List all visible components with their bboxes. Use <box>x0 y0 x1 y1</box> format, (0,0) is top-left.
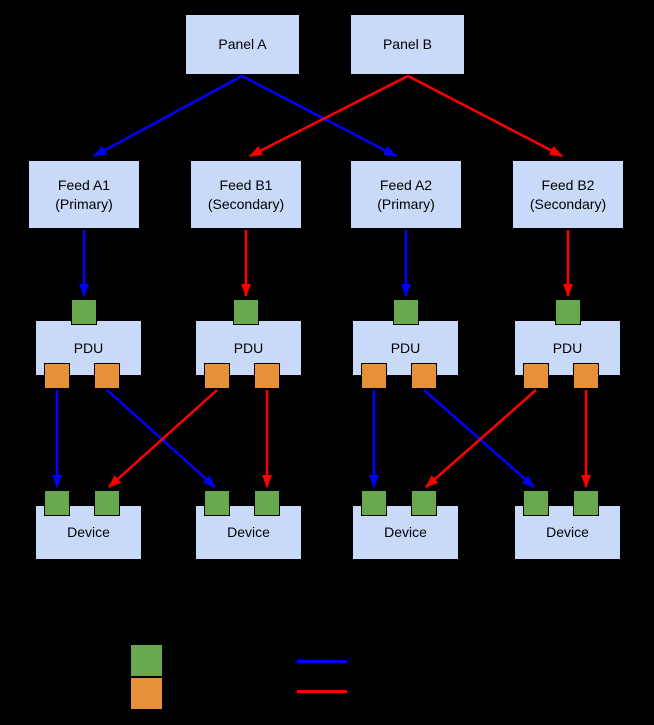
device-1-input-port-left <box>44 490 70 516</box>
device-3-input-port-right <box>411 490 437 516</box>
pdu-3-input-port <box>393 299 419 325</box>
pdu-4-input-port <box>555 299 581 325</box>
secondary-feed-arrows <box>108 74 591 488</box>
panel-a-node: Panel A <box>185 14 300 75</box>
panel-b-label: Panel B <box>382 36 433 53</box>
device-3-input-port-left <box>361 490 387 516</box>
pdu-1-input-port <box>71 299 97 325</box>
pdu-1-output-port-left <box>44 363 70 389</box>
feed-a1-name: Feed A1 <box>57 176 111 193</box>
feed-b2-role: (Secondary) <box>529 195 607 212</box>
pdu-3-output-port-right <box>411 363 437 389</box>
pdu-4-output-port-right <box>573 363 599 389</box>
device-2-input-port-right <box>254 490 280 516</box>
legend-output-port-swatch <box>130 677 163 710</box>
device-2-input-port-left <box>204 490 230 516</box>
device-4-input-port-right <box>573 490 599 516</box>
device-1-input-port-right <box>94 490 120 516</box>
feed-b1-role: (Secondary) <box>207 195 285 212</box>
feed-a2-node: Feed A2 (Primary) <box>350 160 462 229</box>
feed-b2-node: Feed B2 (Secondary) <box>512 160 624 229</box>
device-4-label: Device <box>546 524 589 541</box>
feed-b1-node: Feed B1 (Secondary) <box>190 160 302 229</box>
feed-a2-name: Feed A2 <box>379 176 433 193</box>
feed-a2-role: (Primary) <box>377 195 435 212</box>
legend-primary-feed-line <box>297 660 347 663</box>
device-3-label: Device <box>384 524 427 541</box>
pdu-2-output-port-left <box>204 363 230 389</box>
feed-a1-role: (Primary) <box>55 195 113 212</box>
primary-feed-arrows <box>52 74 535 488</box>
pdu-1-output-port-right <box>94 363 120 389</box>
pdu-2-label: PDU <box>233 339 264 356</box>
pdu-4-label: PDU <box>552 339 583 356</box>
legend-secondary-feed-line <box>297 690 347 693</box>
feed-a1-node: Feed A1 (Primary) <box>28 160 140 229</box>
pdu-2-output-port-right <box>254 363 280 389</box>
pdu-4-output-port-left <box>523 363 549 389</box>
pdu-3-output-port-left <box>361 363 387 389</box>
feed-b1-name: Feed B1 <box>219 176 273 193</box>
panel-a-label: Panel A <box>218 36 267 53</box>
pdu-1-label: PDU <box>73 339 104 356</box>
device-1-label: Device <box>67 524 110 541</box>
pdu-2-input-port <box>233 299 259 325</box>
device-4-input-port-left <box>523 490 549 516</box>
feed-b2-name: Feed B2 <box>541 176 595 193</box>
pdu-3-label: PDU <box>390 339 421 356</box>
device-2-label: Device <box>227 524 270 541</box>
legend-input-port-swatch <box>130 644 163 677</box>
panel-b-node: Panel B <box>350 14 465 75</box>
